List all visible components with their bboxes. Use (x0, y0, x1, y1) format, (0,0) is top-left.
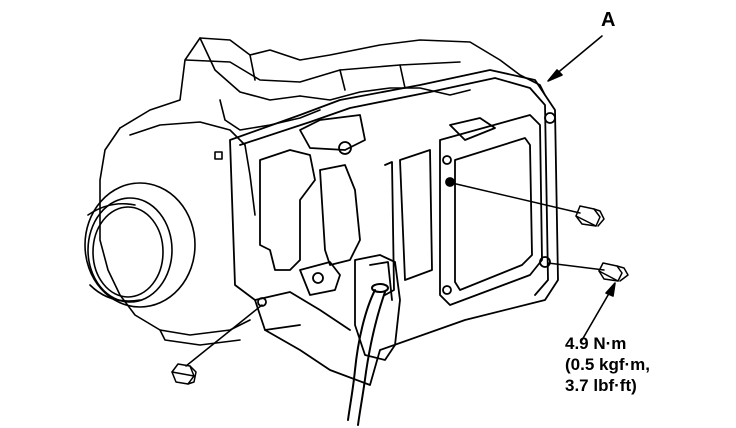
callout-label-a: A (601, 9, 616, 31)
torque-line-3: 3.7 lbf·ft) (565, 376, 637, 395)
bolt-icon (547, 262, 629, 282)
engine-body (99, 37, 546, 346)
bolt-icon (451, 182, 605, 227)
torque-line-1: 4.9 N·m (565, 334, 627, 353)
bolt-icon (171, 304, 263, 385)
wire-harness (347, 283, 389, 426)
torque-specification: 4.9 N·m (0.5 kgf·m, 3.7 lbf·ft) (565, 333, 650, 396)
front-cover (84, 182, 196, 308)
torque-line-2: (0.5 kgf·m, (565, 355, 651, 374)
leader-arrow-icon (581, 282, 616, 341)
leader-arrow-icon (547, 35, 603, 82)
control-unit-a (229, 69, 559, 386)
